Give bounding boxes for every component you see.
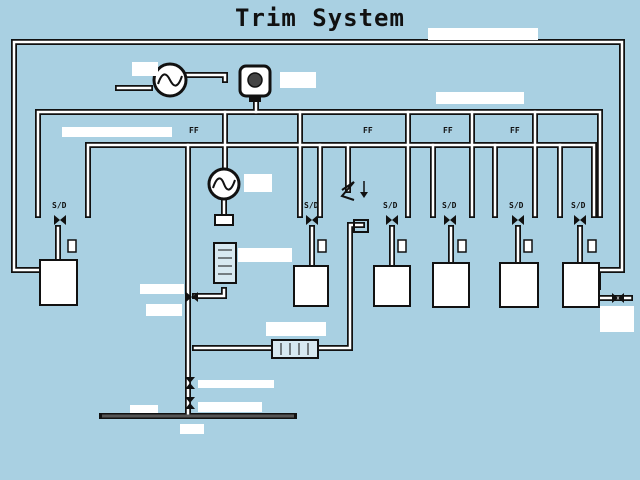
valve-actuators	[67, 239, 597, 253]
sd-labels: S/D S/D S/D S/D S/D S/D	[52, 201, 586, 210]
svg-text:FF: FF	[189, 126, 199, 135]
tank-2	[293, 265, 329, 307]
pump-icon	[207, 167, 241, 201]
gear-pump-icon	[238, 64, 272, 102]
svg-text:S/D: S/D	[304, 201, 319, 210]
svg-text:S/D: S/D	[571, 201, 586, 210]
filter-icon	[213, 214, 237, 284]
tank-1	[39, 259, 78, 306]
ff-labels: FF FF FF FF	[189, 126, 520, 135]
svg-text:S/D: S/D	[442, 201, 457, 210]
tank-3	[373, 265, 411, 307]
svg-text:FF: FF	[363, 126, 373, 135]
pump-icon	[152, 62, 188, 98]
check-valve-icon	[340, 181, 369, 233]
diagram-title: Trim System	[235, 4, 405, 32]
tank-4	[432, 262, 470, 308]
svg-text:S/D: S/D	[52, 201, 67, 210]
heat-exchanger-icon	[271, 339, 319, 359]
svg-text:FF: FF	[510, 126, 520, 135]
blank-label-boxes	[62, 28, 634, 434]
svg-text:S/D: S/D	[383, 201, 398, 210]
valve-icon	[612, 293, 624, 303]
tank-5	[499, 262, 539, 308]
svg-text:FF: FF	[443, 126, 453, 135]
tank-6	[562, 262, 600, 308]
svg-text:S/D: S/D	[509, 201, 524, 210]
